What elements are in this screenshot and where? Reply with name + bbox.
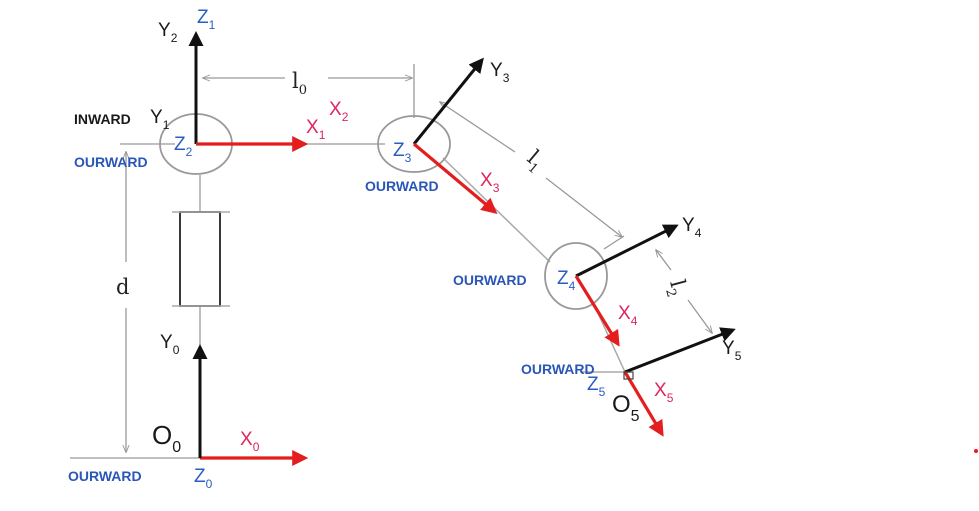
label-z5: Z5 bbox=[587, 374, 606, 399]
axis-y3-arrow bbox=[412, 57, 484, 145]
label-o5: O5 bbox=[612, 391, 640, 425]
label-y2: Y2 bbox=[158, 20, 178, 45]
axis-x3-arrow bbox=[412, 142, 498, 215]
label-z3: Z3 bbox=[393, 140, 412, 165]
label-o0: O0 bbox=[152, 420, 181, 456]
label-ourward-2: OURWARD bbox=[74, 154, 148, 170]
label-ourward-5: OURWARD bbox=[521, 361, 595, 377]
frame-5-marker bbox=[623, 371, 634, 380]
label-y4: Y4 bbox=[682, 215, 702, 240]
label-x5: X5 bbox=[654, 380, 674, 405]
label-y1: Y1 bbox=[150, 107, 170, 132]
label-ourward-3: OURWARD bbox=[365, 178, 439, 194]
axis-y5-arrow bbox=[624, 327, 736, 374]
dimension-l0 bbox=[203, 64, 415, 118]
label-x2: X2 bbox=[329, 99, 349, 124]
label-z4: Z4 bbox=[557, 268, 576, 293]
label-z1: Z1 bbox=[197, 7, 216, 32]
axis-y4-arrow bbox=[575, 224, 679, 278]
label-y0: Y0 bbox=[160, 332, 180, 357]
label-z0: Z0 bbox=[194, 466, 213, 491]
label-l0: l0 bbox=[292, 69, 307, 98]
prismatic-joint bbox=[179, 211, 221, 307]
axis-x5-arrow bbox=[623, 371, 664, 437]
label-z2: Z2 bbox=[174, 134, 193, 159]
label-x4: X4 bbox=[618, 303, 638, 328]
label-d: d bbox=[116, 275, 129, 299]
label-ourward-4: OURWARD bbox=[453, 272, 527, 288]
joint-4-circle bbox=[544, 242, 608, 310]
dimension-l2 bbox=[656, 250, 712, 333]
label-y3: Y3 bbox=[490, 60, 510, 85]
label-inward: INWARD bbox=[74, 111, 131, 127]
label-x3: X3 bbox=[480, 170, 500, 195]
dimension-l1 bbox=[440, 102, 625, 250]
label-x1: X1 bbox=[306, 117, 326, 142]
label-ourward-0: OURWARD bbox=[68, 468, 142, 484]
label-x0: X0 bbox=[240, 429, 260, 454]
red-dot bbox=[974, 449, 978, 453]
label-l2: l2 bbox=[660, 277, 692, 299]
label-y5: Y5 bbox=[722, 338, 742, 363]
label-l1: l1 bbox=[520, 145, 550, 177]
axis-x4-arrow bbox=[574, 275, 620, 347]
